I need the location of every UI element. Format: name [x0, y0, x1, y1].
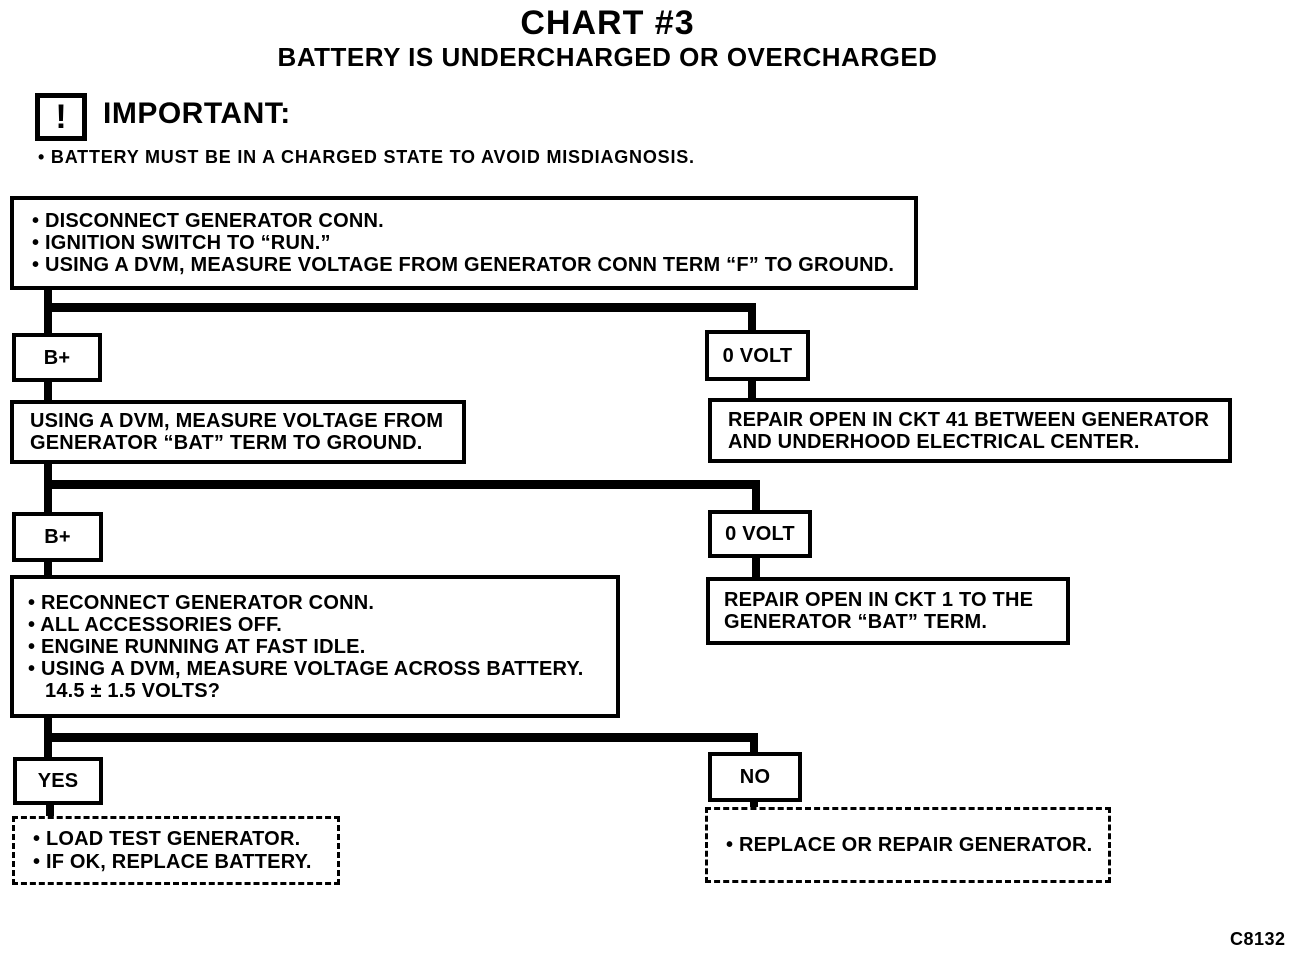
step3-line-5: 14.5 ± 1.5 VOLTS? [45, 679, 221, 702]
connector-line [750, 801, 758, 809]
important-note: • BATTERY MUST BE IN A CHARGED STATE TO … [38, 147, 695, 167]
connector-line [44, 733, 758, 742]
connector-line [44, 303, 756, 312]
page-subtitle: BATTERY IS UNDERCHARGED OR OVERCHARGED [277, 42, 938, 72]
connector-line [752, 557, 760, 578]
node-instructions-initial: • DISCONNECT GENERATOR CONN. • IGNITION … [10, 196, 918, 290]
result-yes-line-2: • IF OK, REPLACE BATTERY. [33, 850, 312, 873]
node-battery-voltage-check: • RECONNECT GENERATOR CONN. • ALL ACCESS… [10, 575, 620, 718]
step1-line-2: • IGNITION SWITCH TO “RUN.” [32, 232, 331, 254]
connector-line [44, 381, 52, 401]
connector-line [750, 741, 758, 753]
connector-line [46, 804, 54, 818]
connector-line [748, 310, 756, 331]
branch1-0volt-label: 0 VOLT [722, 344, 793, 367]
branch2-0volt-label: 0 VOLT [725, 523, 795, 545]
step1-line-3: • USING A DVM, MEASURE VOLTAGE FROM GENE… [32, 254, 895, 276]
step3-line-4: • USING A DVM, MEASURE VOLTAGE ACROSS BA… [28, 657, 584, 680]
node-repair-ckt41: REPAIR OPEN IN CKT 41 BETWEEN GENERATOR … [708, 398, 1232, 463]
step3-line-2: • ALL ACCESSORIES OFF. [28, 613, 283, 636]
node-result-load-test: • LOAD TEST GENERATOR. • IF OK, REPLACE … [12, 816, 340, 885]
node-result-replace-generator: • REPLACE OR REPAIR GENERATOR. [705, 807, 1111, 883]
result-yes-line-1: • LOAD TEST GENERATOR. [33, 827, 301, 850]
node-branch1-bplus: B+ [12, 333, 102, 382]
repair-ckt1-line-1: REPAIR OPEN IN CKT 1 TO THE [724, 589, 1034, 611]
connector-line [752, 488, 760, 511]
branch2-bplus-label: B+ [44, 526, 71, 548]
node-branch3-no: NO [708, 752, 802, 802]
repair-ckt41-line-1: REPAIR OPEN IN CKT 41 BETWEEN GENERATOR [728, 408, 1210, 431]
result-no-line-1: • REPLACE OR REPAIR GENERATOR. [726, 833, 1093, 856]
step1-line-1: • DISCONNECT GENERATOR CONN. [32, 210, 384, 232]
step2-line-1: USING A DVM, MEASURE VOLTAGE FROM [30, 410, 444, 432]
step2-line-2: GENERATOR “BAT” TERM TO GROUND. [30, 432, 423, 454]
branch3-yes-label: YES [37, 770, 79, 792]
node-branch3-yes: YES [13, 757, 103, 805]
important-label: IMPORTANT: [103, 97, 291, 130]
node-branch1-0volt: 0 VOLT [705, 330, 810, 381]
branch3-no-label: NO [739, 766, 771, 788]
page-title: CHART #3 [520, 4, 695, 42]
repair-ckt41-line-2: AND UNDERHOOD ELECTRICAL CENTER. [728, 430, 1140, 453]
step3-line-3: • ENGINE RUNNING AT FAST IDLE. [28, 635, 366, 658]
branch1-bplus-label: B+ [43, 346, 71, 369]
connector-line [44, 480, 760, 489]
figure-code: C8132 [1230, 929, 1286, 949]
node-branch2-0volt: 0 VOLT [708, 510, 812, 558]
node-branch2-bplus: B+ [12, 512, 103, 562]
node-repair-ckt1: REPAIR OPEN IN CKT 1 TO THE GENERATOR “B… [706, 577, 1070, 645]
exclamation-glyph: ! [55, 98, 67, 136]
important-exclamation-icon: ! [35, 93, 87, 141]
step3-line-1: • RECONNECT GENERATOR CONN. [28, 591, 375, 614]
repair-ckt1-line-2: GENERATOR “BAT” TERM. [724, 611, 988, 633]
connector-line [748, 380, 756, 399]
node-measure-bat-term: USING A DVM, MEASURE VOLTAGE FROM GENERA… [10, 400, 466, 464]
connector-line [44, 561, 52, 576]
